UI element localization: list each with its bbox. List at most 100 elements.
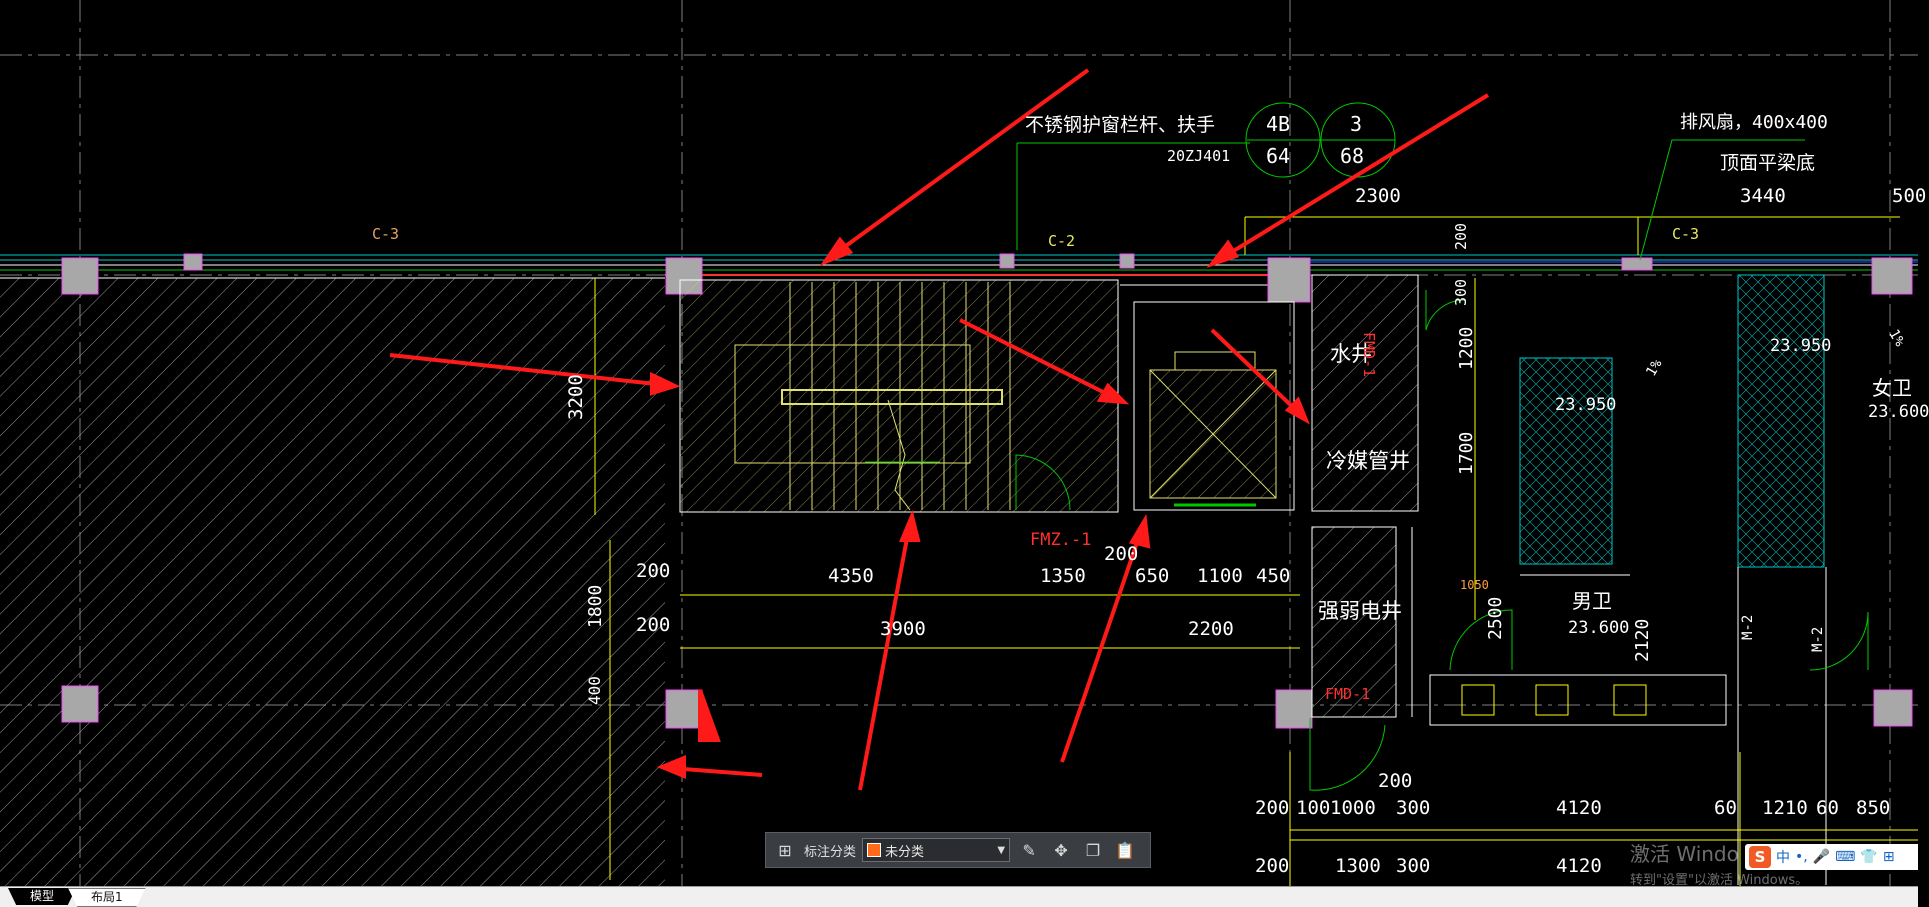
cad-drawing-canvas[interactable]: 不锈钢护窗栏杆、扶手 20ZJ401 4B 64 3 68 排风扇，400x40… [0,0,1929,888]
left-hatched-area [0,277,665,886]
layout-tab-bar: 模型 布局1 [0,886,1918,907]
category-color-swatch [867,843,882,857]
move-icon[interactable]: ✥ [1054,840,1068,860]
annotation-toolbar: ⊞ 标注分类 未分类 ▼ ✎ ✥ ❐ 📋 [765,832,1151,868]
tab-model[interactable]: 模型 [8,888,77,905]
dim-b-60-a: 60 [1714,797,1737,819]
microphone-icon[interactable]: 🎤 [1812,849,1831,865]
detail-a-top: 4B [1266,112,1291,136]
room-label-womens-wc: 女卫 [1872,376,1912,400]
dim-b-100: 100 [1296,797,1331,819]
toilet-rooms [1429,274,1827,885]
dim-2300: 2300 [1355,185,1401,207]
door-tag-fmd-top: FMD-1 [1360,332,1378,378]
floor-plan [0,0,1918,886]
markup-arrows [389,68,1490,791]
window-tag-c2: C-2 [1048,232,1076,250]
category-value: 未分类 [885,844,925,860]
window-tag-c3-right: C-3 [1672,225,1700,243]
window-tag-c3-left: C-3 [372,225,400,243]
dim-c-200-top: 200 [1378,770,1413,792]
slope-b: 1% [1885,326,1908,350]
dim-200-c: 200 [1104,543,1139,565]
elev-womens-stall: 23.950 [1770,336,1832,356]
ime-punct-toggle[interactable]: •, [1795,849,1808,865]
dim-c-300: 300 [1396,855,1431,877]
windows-activation-watermark: 激活 Windo 转到"设置"以激活 Windows。 [1630,838,1808,888]
dim-2200: 2200 [1188,618,1234,640]
tab-layout1[interactable]: 布局1 [68,888,146,907]
keyboard-icon[interactable]: ⌨ [1835,849,1856,865]
slope-a: 1% [1643,356,1666,380]
service-shafts [1311,274,1419,718]
dim-1100: 1100 [1197,565,1243,587]
dim-450: 450 [1256,565,1291,587]
dim-3200: 3200 [565,374,587,420]
elev-womens-floor: 23.600 [1868,402,1929,422]
paste-icon[interactable]: 📋 [1115,840,1135,860]
copy-icon[interactable]: ❐ [1085,840,1101,860]
detail-a-bottom: 64 [1266,144,1291,168]
edit-icon[interactable]: ✎ [1022,840,1036,860]
chevron-down-icon: ▼ [997,844,1006,856]
door-tag-fmz: FMZ.-1 [1030,530,1092,550]
dim-c-1300: 1300 [1335,855,1381,877]
category-grid-icon[interactable]: ⊞ [778,840,792,860]
leader-lines [1016,102,1805,261]
dimension-lines [594,216,1918,886]
room-label-mens-wc: 男卫 [1572,589,1612,613]
sogou-logo-icon[interactable]: S [1749,846,1771,868]
skin-icon[interactable]: 👕 [1860,849,1878,865]
structural-columns [61,253,1913,729]
elev-mens-stall: 23.950 [1555,395,1617,415]
dim-400: 400 [585,676,604,705]
dim-300: 300 [1452,278,1470,306]
dim-1050: 1050 [1460,578,1489,592]
stair [679,279,1119,513]
fan-note-2: 顶面平梁底 [1720,152,1816,174]
dim-3900: 3900 [880,618,926,640]
dim-1350: 1350 [1040,565,1086,587]
elev-mens-floor: 23.600 [1568,618,1630,638]
exterior-wall [0,254,1918,286]
dim-4350: 4350 [828,565,874,587]
category-select[interactable]: 未分类 ▼ [862,838,1011,862]
dim-650: 650 [1135,565,1170,587]
toolbox-icon[interactable]: ⊞ [1882,849,1895,865]
dim-200-b: 200 [636,614,671,636]
door-tag-fmd-bottom: FMD-1 [1325,685,1371,703]
dim-2500: 2500 [1485,596,1506,640]
railing-ref: 20ZJ401 [1167,147,1231,165]
elevator-shaft [1133,301,1295,511]
dim-b-1210: 1210 [1762,797,1808,819]
category-label: 标注分类 [804,844,857,860]
dim-2120: 2120 [1632,618,1653,662]
fan-note: 排风扇，400x400 [1680,112,1828,133]
railing-note: 不锈钢护窗栏杆、扶手 [1025,114,1216,136]
dim-b-60-b: 60 [1816,797,1839,819]
dim-1200: 1200 [1456,326,1477,370]
dim-3440: 3440 [1740,185,1786,207]
door-tag-m2-right: M-2 [1810,626,1826,652]
room-label-power-well: 强弱电井 [1318,599,1402,623]
door-tag-m2-left: M-2 [1740,614,1756,640]
room-label-refrigerant-well: 冷媒管井 [1326,449,1410,473]
dim-200-top: 200 [1452,222,1470,250]
dim-1700: 1700 [1456,431,1477,475]
watermark-title: 激活 Windo [1630,842,1739,866]
dim-1800: 1800 [585,584,606,628]
dim-c-4120: 4120 [1556,855,1602,877]
detail-b-top: 3 [1350,112,1363,136]
dim-b-1000: 1000 [1330,797,1376,819]
door-swings [1015,290,1869,791]
room-label-water-well: 水井 [1330,342,1372,366]
dim-200-a: 200 [636,560,671,582]
watermark-subtitle: 转到"设置"以激活 Windows。 [1630,873,1809,888]
detail-b-bottom: 68 [1340,144,1365,168]
dim-500: 500 [1892,185,1927,207]
ime-toolbar[interactable]: S 中 •, 🎤 ⌨ 👕 ⊞ [1745,844,1918,870]
ime-lang-toggle[interactable]: 中 [1776,850,1790,866]
dim-b-300: 300 [1396,797,1431,819]
dim-b-4120: 4120 [1556,797,1602,819]
dim-b-850: 850 [1856,797,1891,819]
